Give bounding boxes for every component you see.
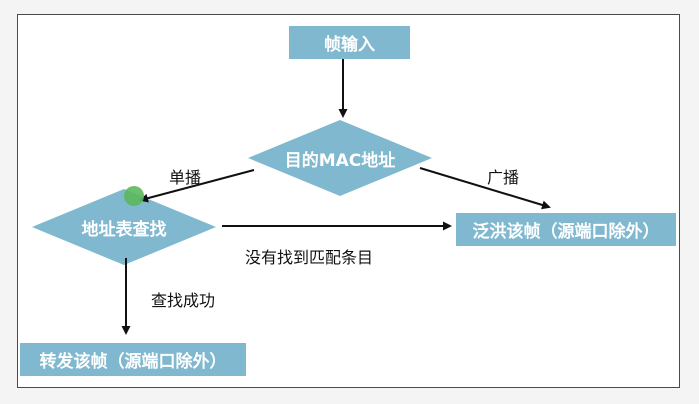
- node-dest-mac-label: 目的MAC地址: [284, 150, 396, 171]
- edge-label-unicast: 单播: [169, 168, 202, 187]
- node-forward-frame: 转发该帧（源端口除外）: [20, 343, 246, 376]
- arrow-broadcast: [419, 167, 551, 210]
- arrow-unicast: [139, 169, 255, 203]
- highlight-dot: [124, 186, 144, 206]
- node-flood-frame: 泛洪该帧（源端口除外）: [456, 213, 676, 246]
- edge-label-broadcast: 广播: [487, 168, 520, 187]
- edge-label-found: 查找成功: [151, 291, 216, 310]
- diamond-table-lookup: [32, 189, 216, 265]
- diamond-dest-mac: [248, 120, 432, 196]
- node-frame-input: 帧输入: [289, 26, 410, 59]
- node-table-lookup-label: 地址表查找: [81, 219, 167, 240]
- edge-label-no-match: 没有找到匹配条目: [245, 248, 374, 267]
